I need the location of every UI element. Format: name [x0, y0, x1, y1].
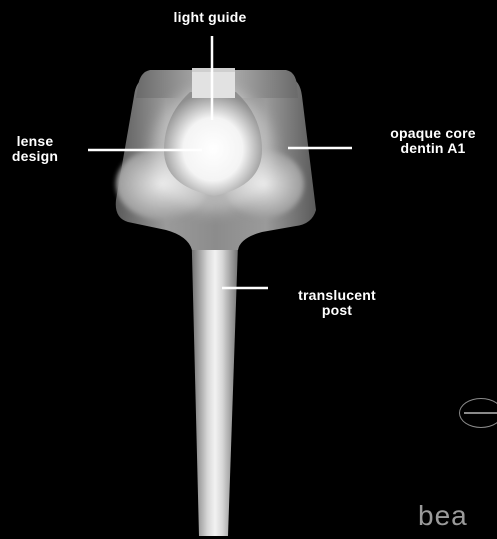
light-guide-label: light guide: [120, 10, 300, 25]
opaque-core-label-line1: opaque core: [358, 126, 497, 141]
brand-text: bea: [418, 500, 468, 532]
oval-logo-icon: [459, 398, 497, 428]
lense-design-label-line2: design: [2, 149, 68, 164]
opaque-core-label: opaque core dentin A1: [358, 126, 497, 156]
translucent-post: [191, 215, 239, 536]
translucent-post-label-line2: post: [272, 303, 402, 318]
light-guide: [192, 68, 235, 98]
light-guide-top: [192, 68, 235, 72]
lense-design-label: lense design: [2, 134, 68, 164]
lense-design-label-line1: lense: [2, 134, 68, 149]
translucent-post-label: translucent post: [272, 288, 402, 318]
opaque-core-label-line2: dentin A1: [358, 141, 497, 156]
translucent-post-label-line1: translucent: [272, 288, 402, 303]
